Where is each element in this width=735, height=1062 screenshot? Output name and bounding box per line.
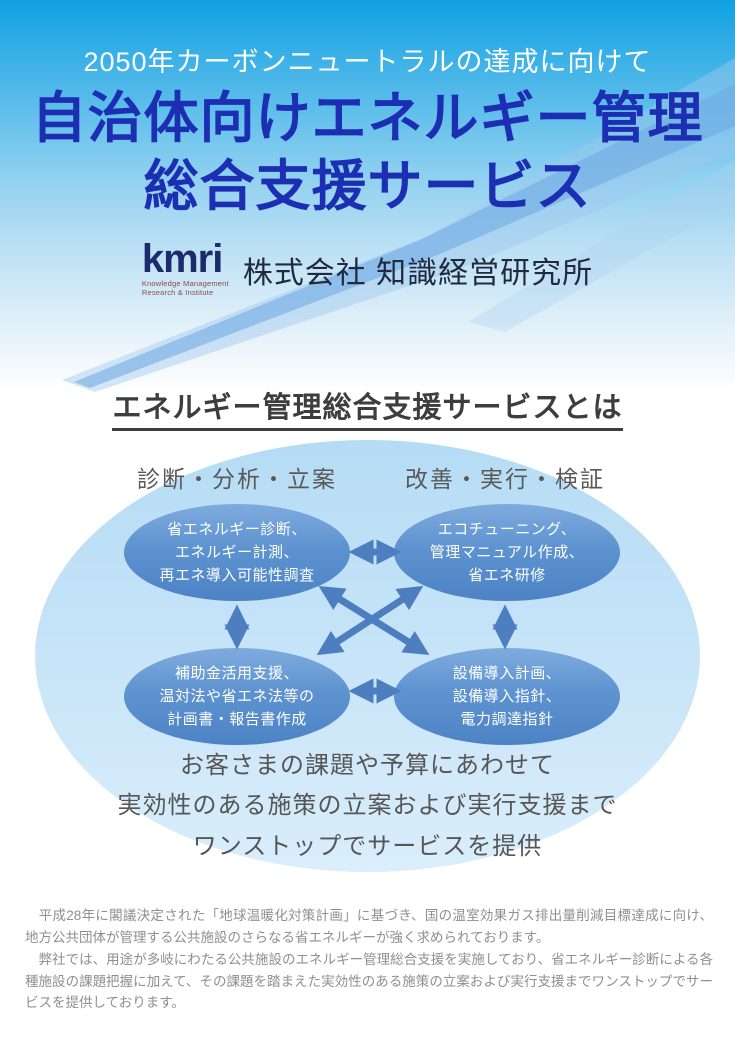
title-line-2: 総合支援サービス xyxy=(143,155,592,217)
company-logo-row: kmri Knowledge Management Research & Ins… xyxy=(0,237,735,298)
title-line-1: 自治体向けエネルギー管理 xyxy=(31,87,704,149)
node-line: 設備導入指針、 xyxy=(452,687,562,705)
logo-subtext-line1: Knowledge Management xyxy=(141,279,229,288)
node-subsidy-support: 補助金活用支援、 温対法や省エネ法等の 計画書・報告書作成 xyxy=(124,648,350,745)
node-energy-diagnosis: 省エネルギー診断、 エネルギー計測、 再エネ導入可能性調査 xyxy=(124,504,350,601)
header-banner: 2050年カーボンニュートラルの達成に向けて 自治体向けエネルギー管理 総合支援… xyxy=(0,0,735,392)
node-line: 再エネ導入可能性調査 xyxy=(159,567,315,585)
logo-wordmark: kmri xyxy=(141,237,223,281)
company-name: 株式会社 知識経営研究所 xyxy=(242,256,594,290)
diagram-outer-ellipse xyxy=(35,440,700,872)
kmri-logo: kmri Knowledge Management Research & Ins… xyxy=(141,237,229,298)
node-line: 計画書・報告書作成 xyxy=(167,711,307,729)
node-line: エネルギー計測、 xyxy=(174,543,299,561)
node-line: 設備導入計画、 xyxy=(452,664,562,682)
node-equipment-plan: 設備導入計画、 設備導入指針、 電力調達指針 xyxy=(394,648,620,745)
lightning-swoosh-graphic xyxy=(0,0,735,392)
footer-paragraph-1: 平成28年に閣議決定された「地球温暖化対策計画」に基づき、国の温室効果ガス排出量… xyxy=(25,908,713,945)
section-heading: エネルギー管理総合支援サービスとは xyxy=(0,384,735,431)
node-line: 省エネ研修 xyxy=(468,567,546,585)
node-line: 管理マニュアル作成、 xyxy=(429,543,585,561)
logo-subtext-line2: Research & Institute xyxy=(141,288,214,298)
header-tagline: 2050年カーボンニュートラルの達成に向けて xyxy=(83,47,652,77)
node-line: 温対法や省エネ法等の xyxy=(159,687,315,705)
footer-paragraph-2: 弊社では、用途が多岐にわたる公共施設のエネルギー管理総合支援を実施しており、省エ… xyxy=(25,951,713,1011)
node-line: 補助金活用支援、 xyxy=(174,664,299,682)
service-diagram: 診断・分析・立案 改善・実行・検証 省エネルギー診断、 エネルギー計測、 再エネ… xyxy=(0,430,735,880)
section-heading-text: エネルギー管理総合支援サービスとは xyxy=(112,384,623,431)
page-title: 自治体向けエネルギー管理 総合支援サービス xyxy=(0,84,735,220)
summary-line-2: 実効性のある施策の立案および実行支援まで xyxy=(117,792,618,819)
footer-body-text: 平成28年に閣議決定された「地球温暖化対策計画」に基づき、国の温室効果ガス排出量… xyxy=(25,905,713,1014)
arrows-layer xyxy=(224,539,518,704)
node-eco-tuning: エコチューニング、 管理マニュアル作成、 省エネ研修 xyxy=(394,504,620,601)
double-arrow-diagonal-tr-bl xyxy=(316,585,424,656)
node-line: 省エネルギー診断、 xyxy=(167,520,307,538)
logo-subtext: Knowledge Management Research & Institut… xyxy=(142,279,229,298)
node-line: エコチューニング、 xyxy=(437,520,577,538)
node-line: 電力調達指針 xyxy=(460,711,554,729)
phase-label-improvement: 改善・実行・検証 xyxy=(405,466,605,492)
phase-label-diagnosis: 診断・分析・立案 xyxy=(137,466,337,492)
summary-line-1: お客さまの課題や予算にあわせて xyxy=(180,752,555,779)
summary-line-3: ワンストップでサービスを提供 xyxy=(192,833,543,860)
